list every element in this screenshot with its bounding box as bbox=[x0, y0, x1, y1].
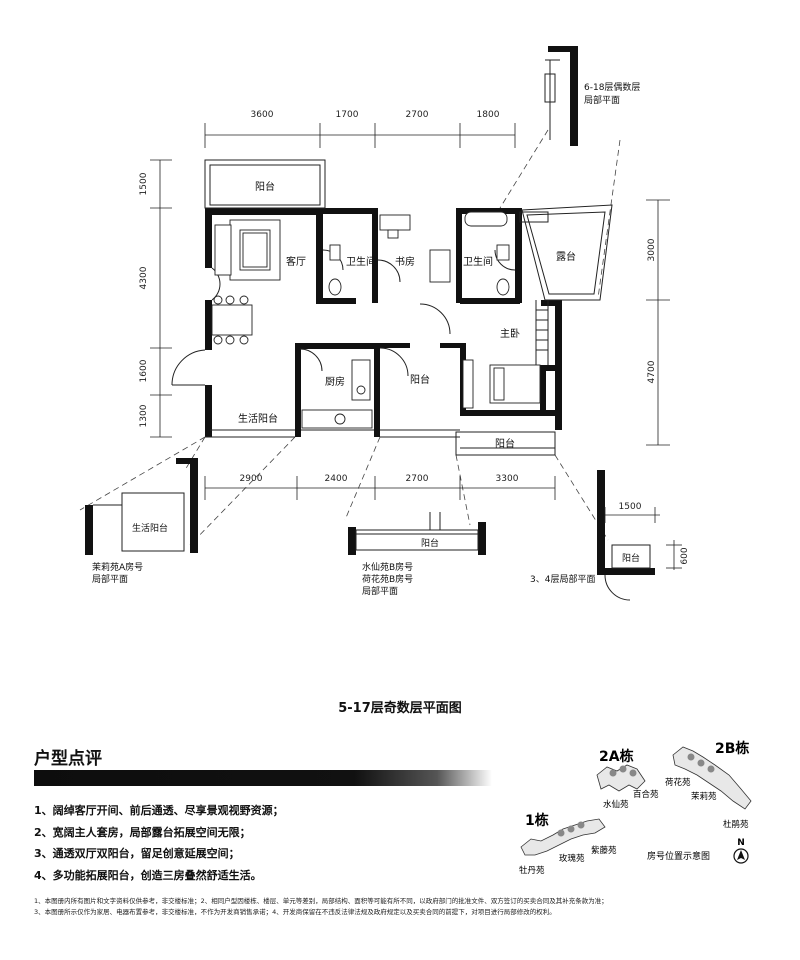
court-label: 牡丹苑 bbox=[519, 865, 545, 876]
inset-middle: 阳台 水仙苑B房号 荷花苑B房号 局部平面 bbox=[348, 512, 486, 597]
court-label: 水仙苑 bbox=[603, 799, 629, 810]
review-point: 2、宽阔主人套房，局部露台拓展空间无限； bbox=[34, 825, 251, 839]
dim-right-1: 3000 bbox=[647, 238, 657, 261]
building-1-label: 1栋 bbox=[525, 812, 549, 829]
room-service-balcony: 生活阳台 bbox=[238, 412, 278, 425]
dim-left-1: 1500 bbox=[139, 172, 149, 195]
review-heading-bar bbox=[34, 770, 492, 786]
inset-left: 生活阳台 茉莉苑A房号 局部平面 bbox=[85, 458, 198, 585]
dim-top-2: 1700 bbox=[336, 110, 359, 120]
inset-left-line2: 局部平面 bbox=[92, 573, 128, 585]
room-living: 客厅 bbox=[286, 255, 306, 268]
walls bbox=[205, 208, 562, 437]
dim-top-4: 1800 bbox=[477, 110, 500, 120]
court-label: 紫藤苑 bbox=[591, 845, 617, 856]
room-bath-2: 卫生间 bbox=[463, 255, 493, 268]
dim-left-2: 4300 bbox=[139, 266, 149, 289]
unit-markers bbox=[557, 753, 715, 837]
room-balcony-mid: 阳台 bbox=[410, 373, 430, 386]
review-point: 1、阔绰客厅开间、前后通透、尽享景观视野资源； bbox=[34, 804, 284, 817]
room-kitchen: 厨房 bbox=[325, 375, 345, 388]
court-label: 杜鹃苑 bbox=[723, 819, 749, 830]
dim-bottom-2: 2400 bbox=[325, 474, 348, 484]
inset-right-dim-1: 1500 bbox=[619, 502, 642, 512]
furniture bbox=[211, 211, 541, 429]
inset-middle-room: 阳台 bbox=[421, 537, 439, 549]
court-label: 玫瑰苑 bbox=[559, 853, 585, 864]
dim-bottom-1: 2900 bbox=[240, 474, 263, 484]
review-heading: 户型点评 bbox=[34, 749, 102, 769]
dim-left-4: 1300 bbox=[139, 404, 149, 427]
room-master-bedroom: 主卧 bbox=[500, 327, 520, 340]
north-label: N bbox=[737, 838, 745, 848]
room-study: 书房 bbox=[395, 255, 415, 268]
inset-top-right: 6-18层偶数层 局部平面 bbox=[544, 46, 640, 146]
review-points: 1、阔绰客厅开间、前后通透、尽享景观视野资源； 2、宽阔主人套房，局部露台拓展空… bbox=[34, 800, 284, 886]
plan-title: 5-17层奇数层平面图 bbox=[338, 701, 462, 716]
inset-left-line1: 茉莉苑A房号 bbox=[92, 561, 143, 573]
inset-right: 1500 600 阳台 3、4层局部平面 bbox=[530, 470, 690, 601]
inset-right-dim-2: 600 bbox=[680, 547, 690, 564]
dimension-lines bbox=[150, 123, 670, 500]
dim-right-2: 4700 bbox=[647, 360, 657, 383]
building-2a-label: 2A栋 bbox=[599, 748, 634, 765]
north-arrow-icon bbox=[733, 848, 749, 864]
room-bath-1: 卫生间 bbox=[346, 255, 376, 268]
inset-middle-line1: 水仙苑B房号 bbox=[362, 561, 413, 573]
building-2b-label: 2B栋 bbox=[715, 740, 749, 757]
footnote-line: 3、本图册所示仅作为家居、电器布置参考，非交楼标准，不作为开发商销售承诺；4、开… bbox=[34, 908, 556, 916]
dim-left-3: 1600 bbox=[139, 359, 149, 382]
footnotes: 1、本图册内所有图片和文字资料仅供参考，非交楼标准；2、相同户型因楼栋、楼层、单… bbox=[34, 896, 764, 918]
review-point: 3、通透双厅双阳台，留足创意延展空间； bbox=[34, 847, 240, 860]
floor-plan: 3600 1700 2700 1800 2900 2400 2700 3300 … bbox=[79, 46, 690, 601]
inset-top-right-line2: 局部平面 bbox=[584, 94, 620, 106]
dim-bottom-4: 3300 bbox=[496, 474, 519, 484]
room-balcony-top: 阳台 bbox=[255, 180, 275, 193]
footnote-line: 1、本图册内所有图片和文字资料仅供参考，非交楼标准；2、相同户型因楼栋、楼层、单… bbox=[34, 897, 608, 905]
callout-lines bbox=[79, 129, 621, 546]
inset-middle-line2: 荷花苑B房号 bbox=[362, 573, 413, 585]
inset-middle-line3: 局部平面 bbox=[362, 585, 398, 597]
room-terrace: 露台 bbox=[556, 250, 576, 263]
court-label: 荷花苑 bbox=[665, 777, 691, 788]
dim-bottom-3: 2700 bbox=[406, 474, 429, 484]
site-location-map: 2A栋 2B栋 1栋 水仙苑 百合苑 荷花苑 茉莉苑 杜鹃苑 玫瑰苑 紫藤苑 牡… bbox=[519, 740, 752, 876]
court-label: 茉莉苑 bbox=[691, 791, 717, 802]
inset-right-room: 阳台 bbox=[622, 552, 640, 564]
dim-top-3: 2700 bbox=[406, 110, 429, 120]
dim-top-1: 3600 bbox=[251, 110, 274, 120]
inset-left-room: 生活阳台 bbox=[132, 522, 168, 534]
review-point: 4、多功能拓展阳台，创造三房叠然舒适生活。 bbox=[34, 868, 262, 882]
inset-right-line1: 3、4层局部平面 bbox=[530, 573, 595, 585]
inset-top-right-line1: 6-18层偶数层 bbox=[584, 81, 640, 93]
site-map-caption: 房号位置示意图 bbox=[647, 850, 710, 862]
room-balcony-bottom: 阳台 bbox=[495, 437, 515, 450]
court-label: 百合苑 bbox=[633, 789, 659, 800]
north-pointer-icon bbox=[737, 850, 745, 860]
